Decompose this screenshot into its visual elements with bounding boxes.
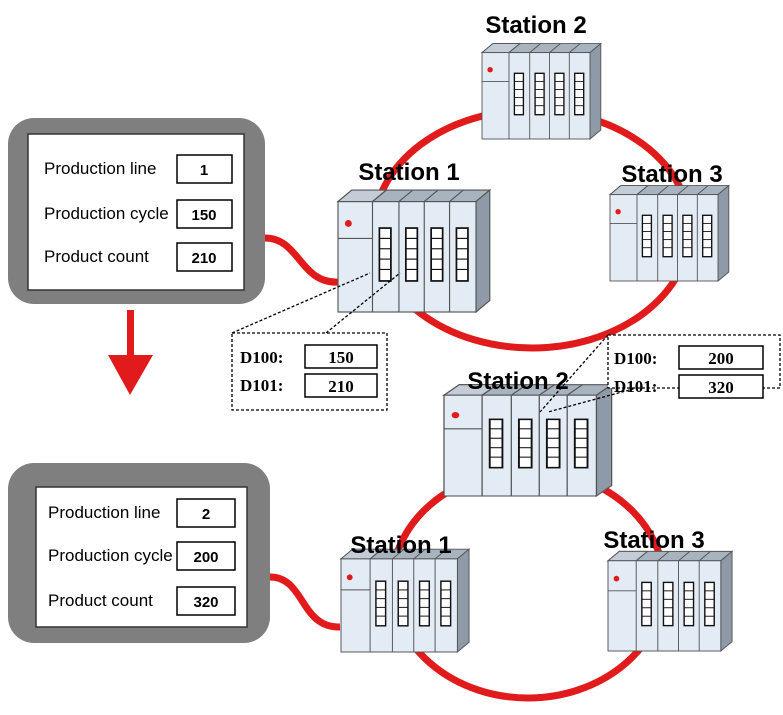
bottom-hmi-label-line: Production line: [48, 503, 160, 522]
bottom-hmi-field-cycle: [176, 541, 236, 571]
top-station2-label: Station 2: [485, 12, 586, 39]
bottom-station2-label: Station 2: [467, 368, 568, 395]
bottom-reg-d101-value: 320: [708, 378, 734, 397]
bottom-hmi-field-line: [176, 498, 236, 528]
bottom-network: Production line 2 Production cycle 200 P…: [8, 334, 781, 702]
top-hmi-value-cycle: 150: [191, 207, 216, 224]
bottom-hmi-value-cycle: 200: [193, 549, 218, 566]
top-reg-d100-name: D100:: [240, 348, 283, 367]
bottom-hmi-cable: [269, 573, 341, 631]
bottom-reg-d100-name: D100:: [614, 349, 657, 368]
bottom-reg-d101-field: [678, 374, 764, 399]
bottom-hmi-value-line: 2: [202, 506, 210, 523]
top-station1-plc: [337, 189, 491, 313]
bottom-station2-plc: [443, 383, 613, 497]
top-hmi-label-count: Product count: [44, 247, 149, 266]
top-reg-d101-field: [304, 373, 378, 398]
down-arrow: [108, 310, 153, 395]
top-hmi-field-count: [176, 242, 233, 272]
top-station3-label: Station 3: [621, 161, 722, 188]
bottom-hmi-panel: Production line 2 Production cycle 200 P…: [8, 463, 270, 643]
top-hmi-value-count: 210: [191, 250, 216, 267]
bottom-station1-label: Station 1: [350, 532, 451, 559]
top-station2-plc: [481, 42, 602, 140]
top-network: Production line 1 Production cycle 150 P…: [8, 12, 730, 411]
top-hmi-label-line: Production line: [44, 159, 156, 178]
bottom-register-callout: D100: 200 D101: 320: [539, 334, 781, 413]
top-hmi-field-cycle: [176, 199, 233, 229]
bottom-hmi-value-count: 320: [193, 594, 218, 611]
top-hmi-field-line: [176, 154, 233, 184]
bottom-reg-d100-field: [678, 345, 764, 370]
bottom-hmi-field-count: [176, 586, 236, 616]
bottom-hmi-label-count: Product count: [48, 591, 153, 610]
bottom-station1-plc: [340, 548, 470, 653]
bottom-station3-plc: [607, 550, 733, 652]
top-register-callout: D100: 150 D101: 210: [231, 272, 401, 411]
top-reg-d101-name: D101:: [240, 376, 283, 395]
top-hmi-value-line: 1: [200, 162, 208, 179]
bottom-station3-label: Station 3: [603, 527, 704, 554]
top-reg-d100-field: [304, 344, 378, 369]
bottom-reg-d101-name: D101:: [614, 377, 657, 396]
bottom-reg-d100-value: 200: [708, 349, 734, 368]
top-hmi-cable: [264, 234, 341, 286]
top-reg-d101-value: 210: [328, 377, 354, 396]
top-reg-d100-value: 150: [328, 348, 354, 367]
bottom-hmi-label-cycle: Production cycle: [48, 546, 173, 565]
top-station1-label: Station 1: [358, 159, 459, 186]
top-hmi-label-cycle: Production cycle: [44, 204, 169, 223]
top-station3-plc: [609, 184, 730, 282]
top-hmi-panel: Production line 1 Production cycle 150 P…: [8, 118, 265, 304]
